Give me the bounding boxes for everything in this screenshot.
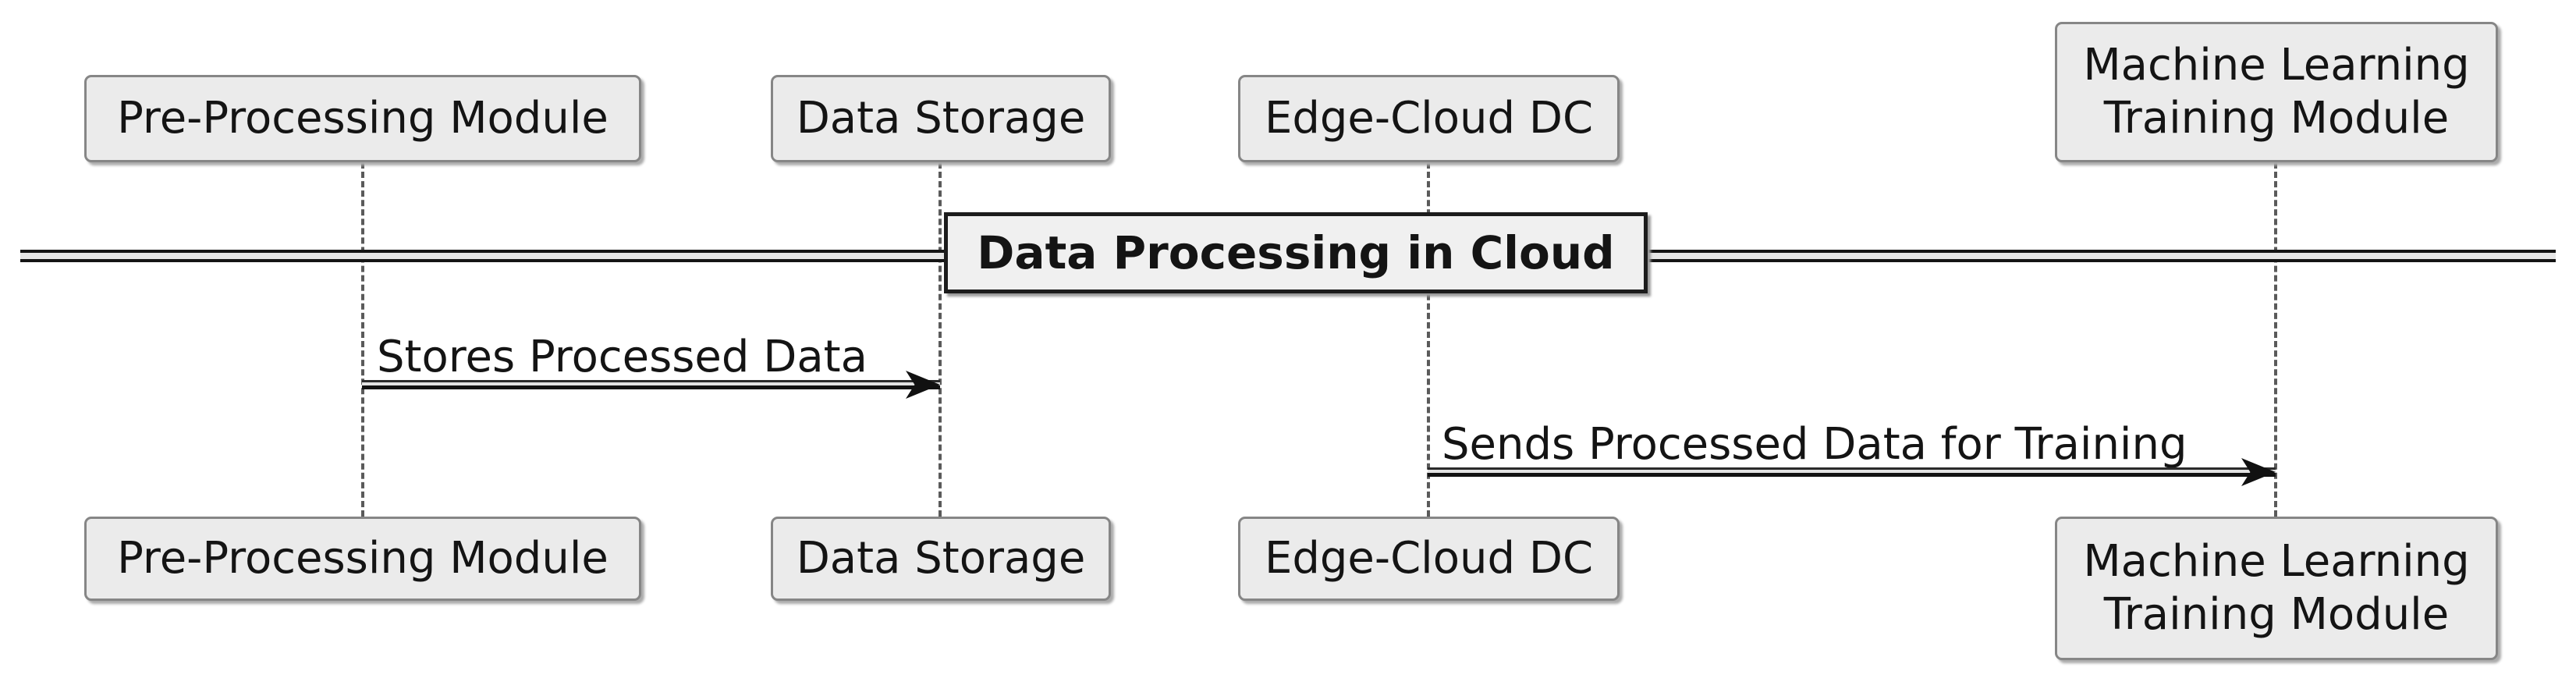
participant-top-pre-processing-module: Pre-Processing Module (84, 75, 641, 162)
participant-top-machine-learning-training-module: Machine Learning Training Module (2055, 22, 2498, 162)
lifeline-machine-learning-training-module (2274, 162, 2277, 517)
message-label-sends-processed-data-for-training: Sends Processed Data for Training (1442, 419, 2187, 470)
message-line-sends-processed-data-for-training (1428, 467, 2276, 477)
message-line-stores-processed-data (362, 380, 940, 389)
lifeline-pre-processing-module (361, 162, 364, 517)
participant-bottom-data-storage: Data Storage (771, 517, 1111, 601)
participant-bottom-machine-learning-training-module: Machine Learning Training Module (2055, 517, 2498, 660)
lifeline-edge-cloud-dc (1427, 162, 1430, 517)
lifeline-data-storage (939, 162, 942, 517)
participant-bottom-pre-processing-module: Pre-Processing Module (84, 517, 641, 601)
participant-top-data-storage: Data Storage (771, 75, 1111, 162)
participant-bottom-edge-cloud-dc: Edge-Cloud DC (1238, 517, 1620, 601)
participant-top-edge-cloud-dc: Edge-Cloud DC (1238, 75, 1620, 162)
divider-title: Data Processing in Cloud (944, 212, 1648, 293)
message-label-stores-processed-data: Stores Processed Data (377, 332, 868, 382)
